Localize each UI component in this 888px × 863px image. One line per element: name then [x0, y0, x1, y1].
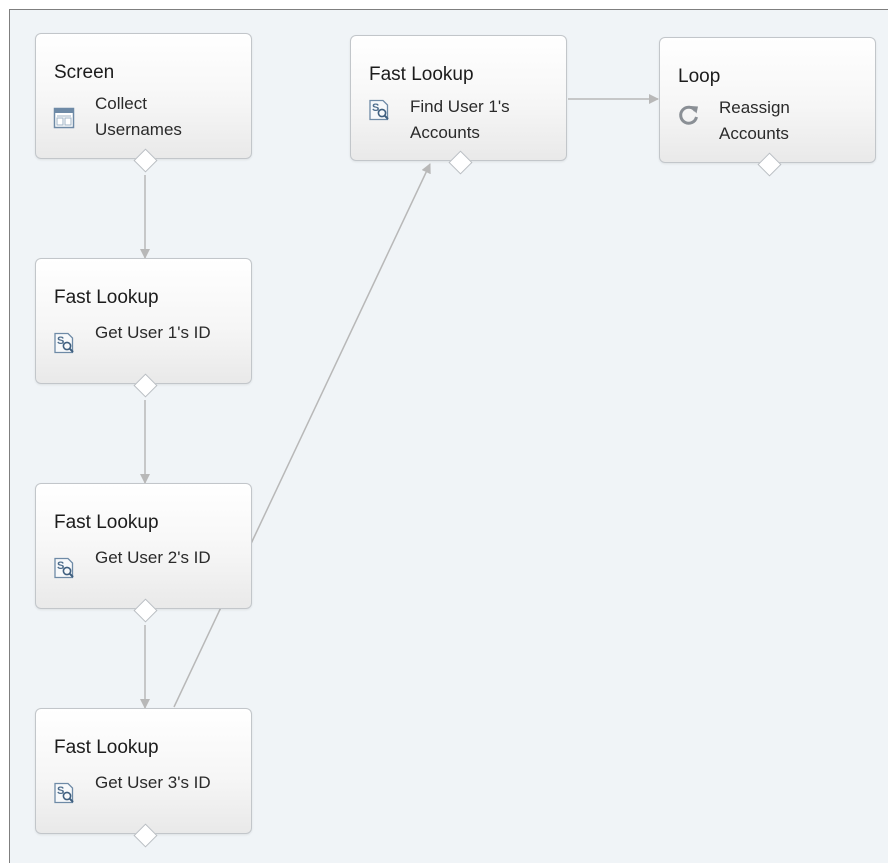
screen-icon — [53, 107, 75, 129]
flow-canvas[interactable]: Screen Collect Usernames Fast Lookup S G… — [9, 9, 888, 863]
element-label: Find User 1's Accounts — [410, 97, 510, 142]
connector-get-user-3-to-find-accounts[interactable] — [173, 163, 431, 708]
fast-lookup-element-get-user-2-id[interactable]: Fast Lookup S Get User 2's ID — [35, 483, 252, 623]
fast-lookup-element-get-user-1-id[interactable]: Fast Lookup S Get User 1's ID — [35, 258, 252, 398]
element-type-label: Fast Lookup — [54, 512, 159, 533]
fast-lookup-icon: S — [53, 782, 75, 804]
element-label: Collect Usernames — [95, 94, 182, 139]
svg-text:S: S — [57, 785, 64, 797]
fast-lookup-element-find-user-1-accounts[interactable]: Fast Lookup S Find User 1's Accounts — [350, 35, 567, 175]
element-type-label: Fast Lookup — [54, 737, 159, 758]
loop-icon — [677, 103, 699, 125]
connectors-layer — [140, 94, 659, 709]
fast-lookup-icon: S — [53, 332, 75, 354]
fast-lookup-icon: S — [53, 557, 75, 579]
svg-text:S: S — [57, 335, 64, 347]
element-label: Reassign Accounts — [719, 98, 790, 143]
element-type-label: Screen — [54, 62, 115, 83]
fast-lookup-element-get-user-3-id[interactable]: Fast Lookup S Get User 3's ID — [35, 708, 252, 848]
svg-text:S: S — [372, 102, 379, 114]
element-type-label: Fast Lookup — [54, 287, 159, 308]
svg-text:S: S — [57, 560, 64, 572]
fast-lookup-icon: S — [368, 99, 390, 121]
element-type-label: Loop — [678, 66, 721, 87]
element-label: Get User 3's ID — [95, 773, 211, 792]
screen-element-collect-usernames[interactable]: Screen Collect Usernames — [35, 33, 252, 173]
loop-element-reassign-accounts[interactable]: Loop Reassign Accounts — [659, 37, 876, 177]
element-type-label: Fast Lookup — [369, 64, 474, 85]
element-label: Get User 2's ID — [95, 548, 211, 567]
element-label: Get User 1's ID — [95, 323, 211, 342]
